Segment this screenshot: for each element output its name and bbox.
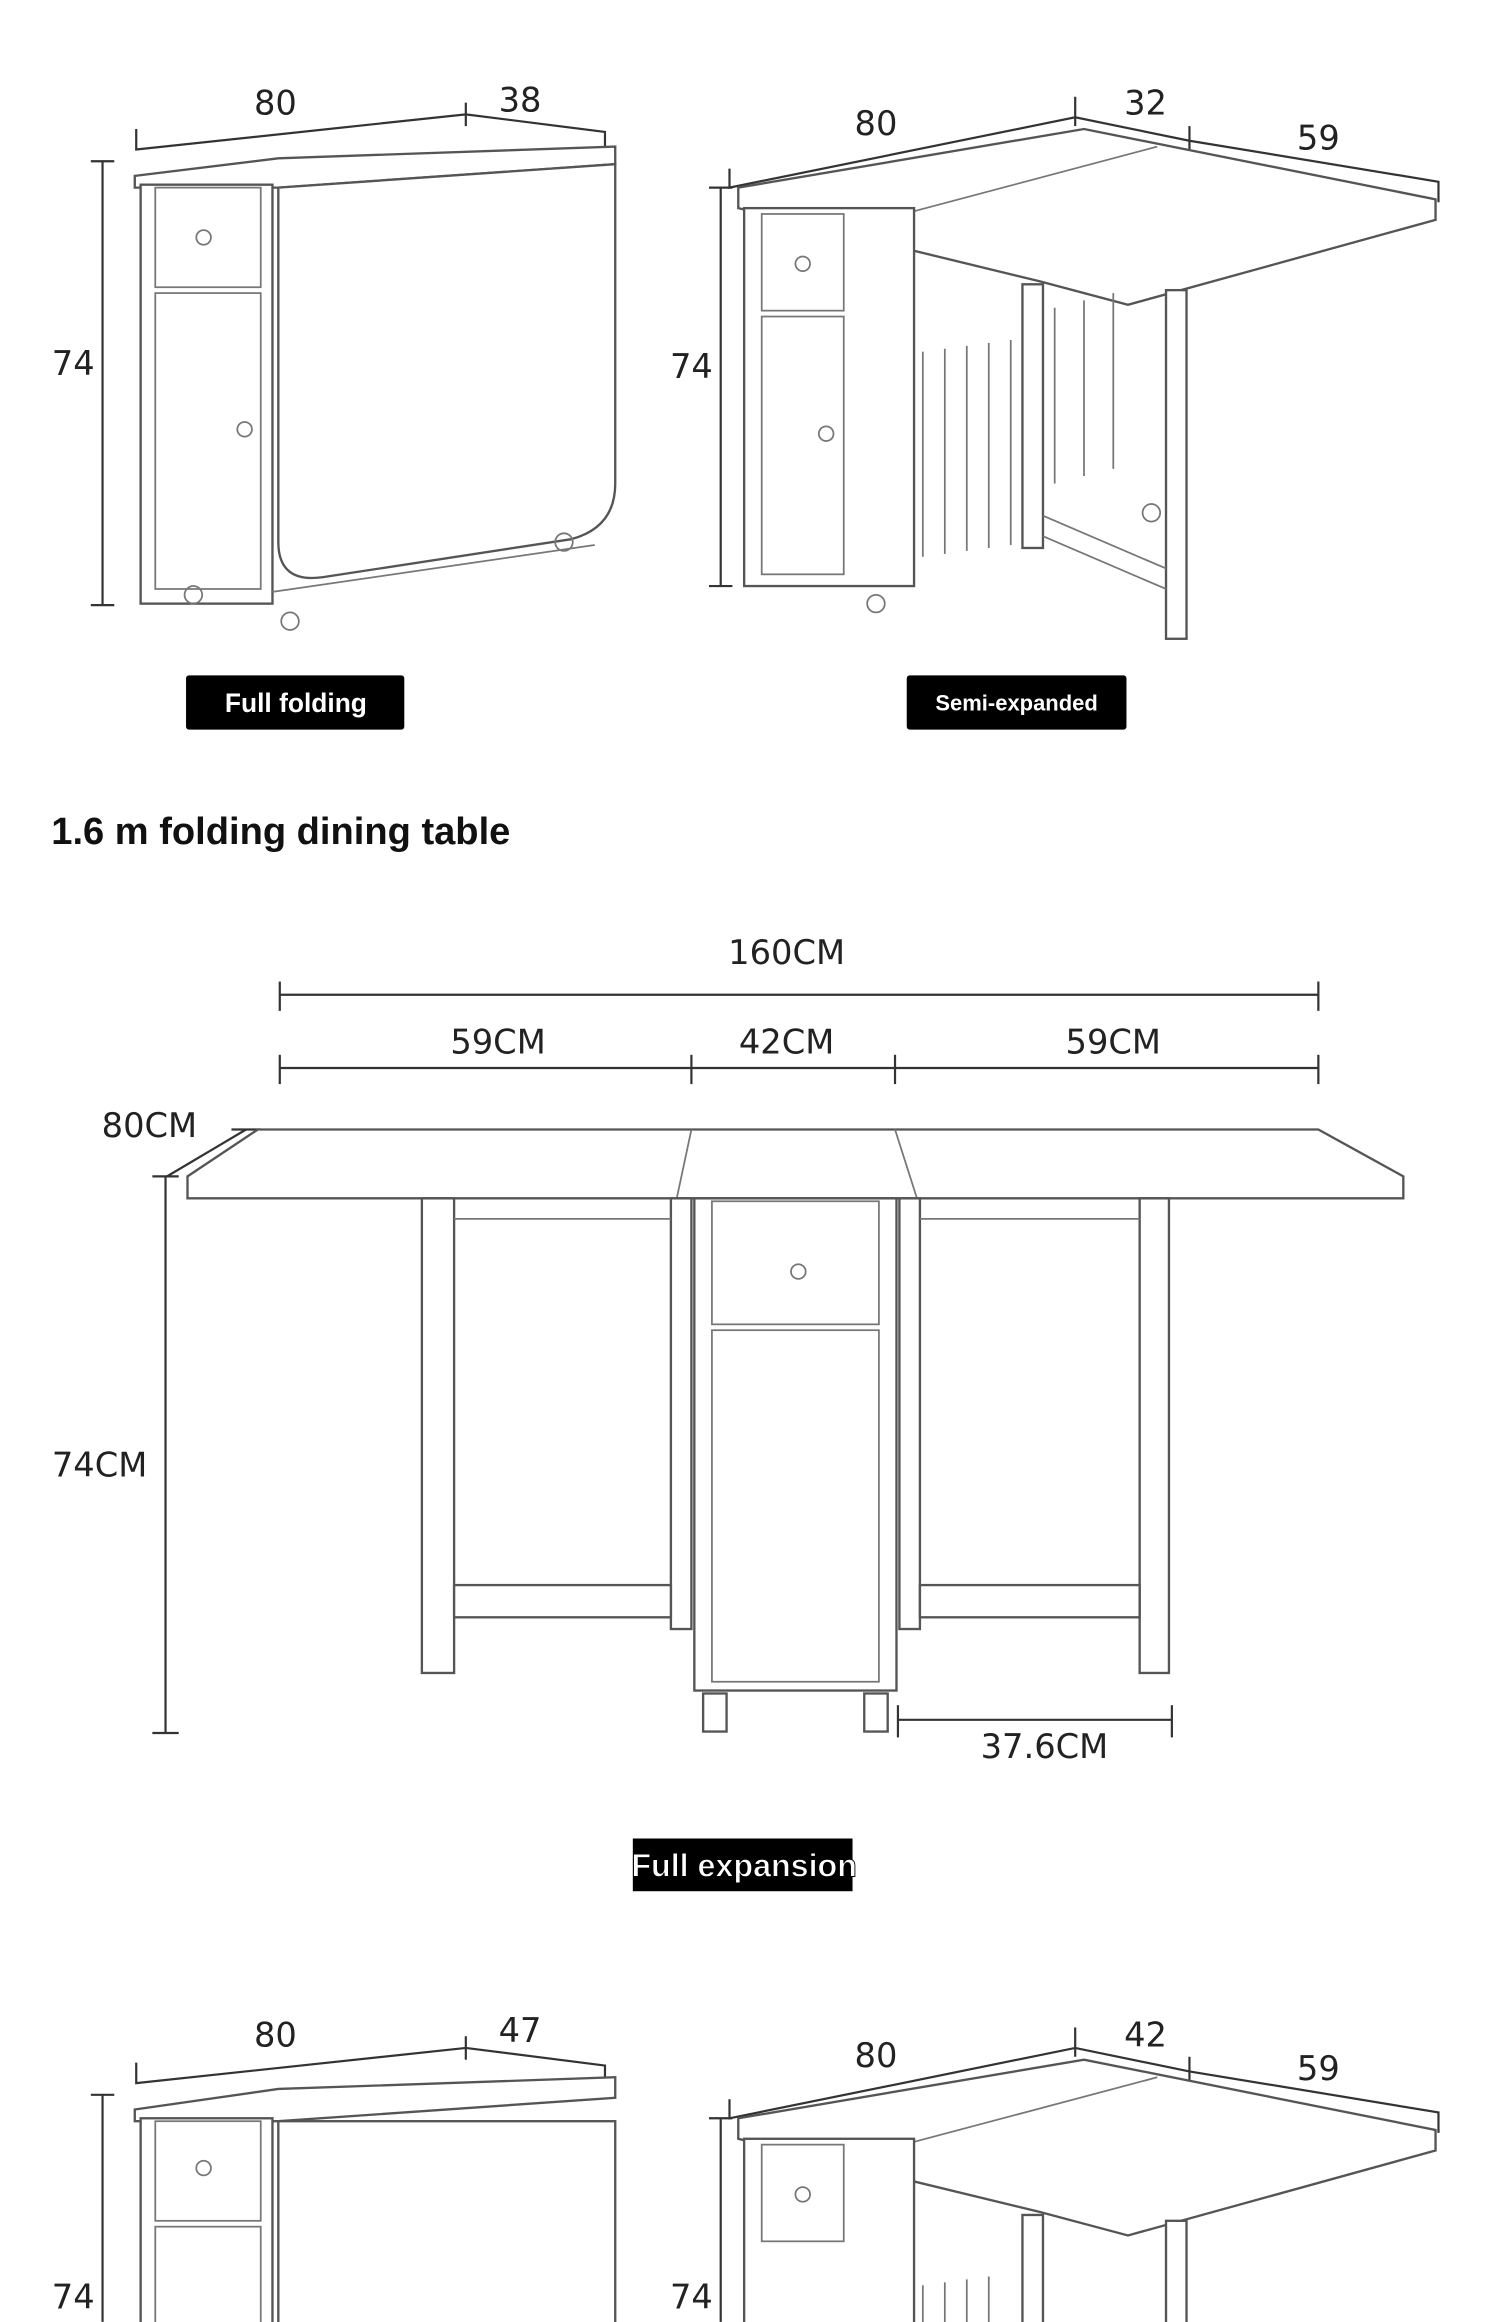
page-heading: 1.6 m folding dining table (51, 811, 510, 853)
full-folding-label: Full folding (225, 688, 367, 718)
bottom-folding-depth: 47 (499, 2011, 542, 2050)
bottom-full-folding-diagram: 80 47 74 (52, 2011, 617, 2322)
semi-expanded-label: Semi-expanded (935, 691, 1097, 716)
semi-leaf: 59 (1297, 119, 1340, 158)
semi-width: 80 (855, 104, 898, 143)
bottom-semi-expanded-diagram: 80 42 59 74 (670, 2015, 1440, 2322)
full-expansion-label: Full expansion (631, 1848, 857, 1884)
center-length: 42CM (739, 1022, 834, 1061)
full-folding-width: 80 (254, 83, 297, 122)
right-leaf-length: 59CM (1066, 1022, 1161, 1061)
height-label: 74CM (52, 1446, 147, 1485)
full-folding-label-box (186, 675, 405, 730)
semi-depth: 32 (1124, 83, 1167, 122)
semi-expanded-label-box (906, 675, 1127, 730)
full-folding-height: 74 (52, 344, 95, 383)
total-length: 160CM (728, 933, 845, 972)
full-folding-diagram: 80 38 74 Full folding (52, 80, 617, 730)
clearance-label: 37.6CM (981, 1727, 1109, 1766)
bottom-folding-width: 80 (254, 2015, 297, 2054)
bottom-folding-height: 74 (52, 2278, 95, 2317)
semi-expanded-diagram: 80 32 59 74 Semi-expanded (670, 83, 1440, 730)
semi-height: 74 (670, 347, 713, 386)
bottom-semi-depth: 42 (1124, 2015, 1167, 2054)
bottom-semi-leaf: 59 (1297, 2049, 1340, 2088)
bottom-semi-width: 80 (855, 2036, 898, 2075)
full-folding-depth: 38 (499, 80, 542, 119)
full-expansion-diagram: 160CM 59CM 42CM 59CM 80CM 74CM 37.6CM Fu… (52, 933, 1405, 1892)
bottom-semi-height: 74 (670, 2278, 713, 2317)
depth-label: 80CM (102, 1106, 197, 1145)
left-leaf-length: 59CM (450, 1022, 545, 1061)
full-expansion-label-box (632, 1838, 853, 1892)
